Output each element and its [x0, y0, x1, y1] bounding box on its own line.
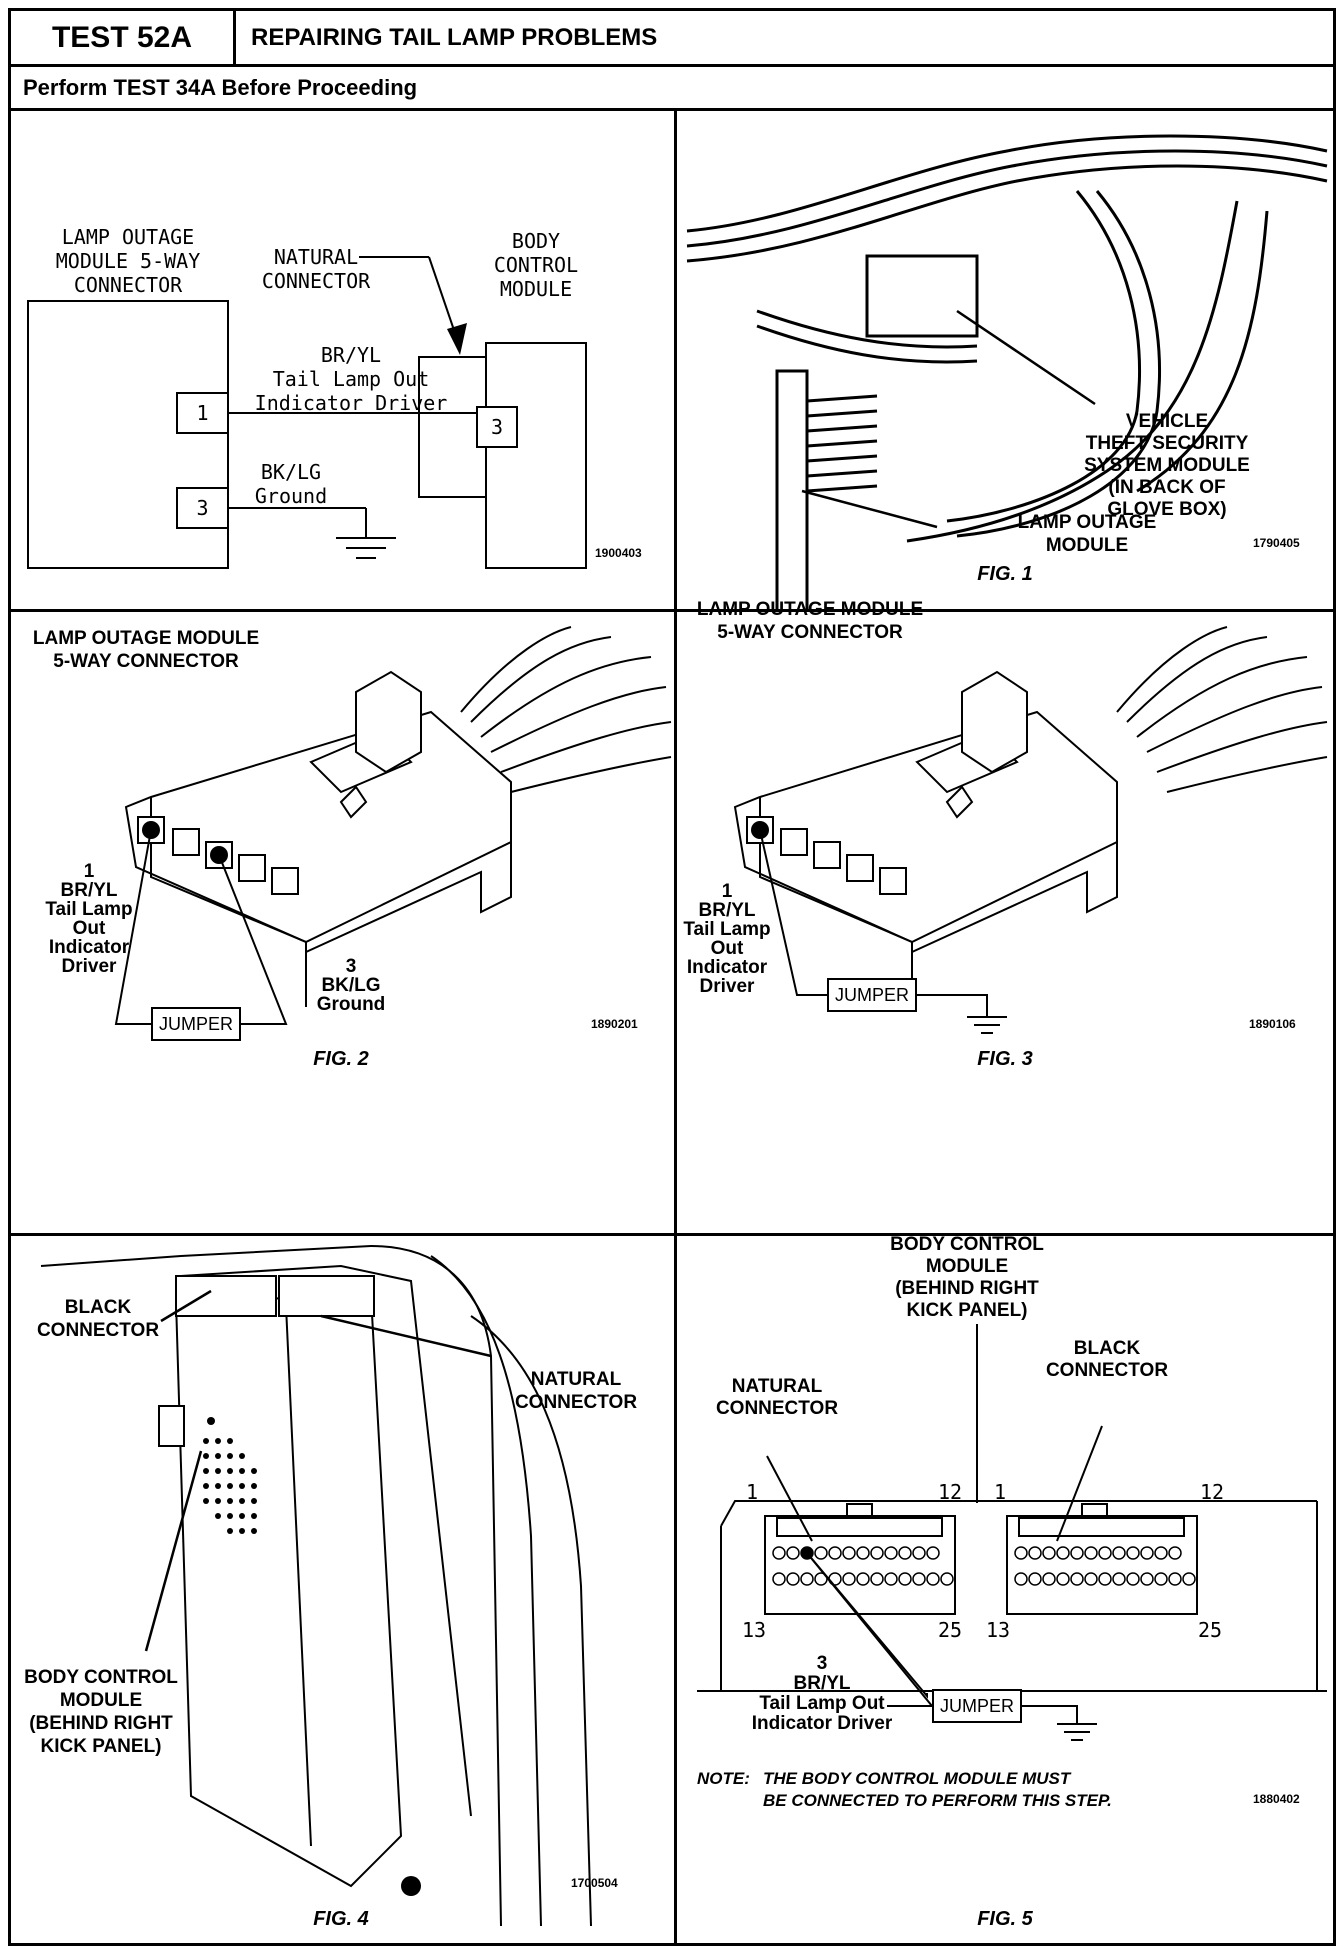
- bcm-module: [174, 1294, 403, 1888]
- jumper-label: JUMPER: [151, 1007, 241, 1041]
- jumper-wire-left: [114, 829, 152, 1025]
- natural-connector-leader: [320, 1314, 492, 1358]
- black-pin-1-number: 1: [993, 1480, 1007, 1504]
- pin-12-number: 12: [937, 1480, 963, 1504]
- bcm-housing-top: [720, 1500, 1317, 1527]
- ground-wire: [915, 994, 988, 1017]
- bcm-leader: [144, 1450, 203, 1652]
- fig-1-drawing: [686, 134, 1328, 609]
- jumper-wire: [759, 829, 827, 996]
- pin-3-number: 3: [196, 496, 209, 520]
- vertical-divider: [674, 111, 677, 1943]
- natural-arrow: [447, 323, 467, 355]
- natural-connector-shape: [278, 1275, 375, 1317]
- connector-body: [124, 710, 512, 944]
- figure-caption: FIG. 2: [313, 1048, 369, 1070]
- wire-harness: [686, 134, 1328, 233]
- ground-wire: [1022, 1705, 1078, 1724]
- black-pin-12-number: 12: [1199, 1480, 1225, 1504]
- figure-code: 1900403: [595, 546, 642, 560]
- note-prefix: NOTE:: [697, 1769, 750, 1788]
- figure-caption: FIG. 4: [313, 1908, 369, 1930]
- fig-4-drawing: [40, 1245, 592, 1927]
- black-connector-face: [1006, 1515, 1198, 1615]
- jumper-wire-right: [218, 854, 288, 1025]
- black-connector-shape: [175, 1275, 277, 1317]
- schematic-drawing: [27, 256, 587, 569]
- connector-body: [733, 710, 1118, 944]
- pin-1-number: 1: [196, 401, 209, 425]
- fig-5-drawing: [697, 1324, 1327, 1741]
- connector-latch: [355, 670, 422, 774]
- figure-code: 1890201: [591, 1017, 638, 1031]
- test-id: TEST 52A: [11, 11, 236, 64]
- bcm-pin-3-number: 3: [490, 415, 504, 439]
- vtss-leader: [956, 309, 1096, 406]
- figure-caption: FIG. 5: [977, 1908, 1033, 1930]
- pin-1-box: [176, 392, 229, 434]
- black-connector-leader: [160, 1289, 212, 1323]
- pin-1-number: 1: [745, 1480, 759, 1504]
- row-divider-2: [11, 1233, 1333, 1236]
- natural-connector-face: [764, 1515, 956, 1615]
- black-pin-13-number: 13: [985, 1618, 1011, 1642]
- figure-caption: FIG. 1: [977, 563, 1033, 585]
- connector-latch: [961, 670, 1028, 774]
- fig-3-drawing: [733, 626, 1328, 1034]
- pin-25-number: 25: [937, 1618, 963, 1642]
- black-connector-leader: [1056, 1425, 1103, 1542]
- pin-13-number: 13: [741, 1618, 767, 1642]
- header-row: TEST 52A REPAIRING TAIL LAMP PROBLEMS: [11, 11, 1333, 67]
- lom-connector-box: [27, 300, 229, 569]
- black-pin-25-number: 25: [1197, 1618, 1223, 1642]
- fig-2-drawing: [114, 626, 672, 1025]
- test-sheet: TEST 52A REPAIRING TAIL LAMP PROBLEMS Pe…: [8, 8, 1336, 1946]
- bcm-pin-3-box: [476, 406, 518, 448]
- lom-leader: [801, 489, 938, 529]
- figure-code: 1700504: [571, 1876, 618, 1890]
- row-divider-1: [11, 609, 1333, 612]
- prerequisite-note: Perform TEST 34A Before Proceeding: [11, 67, 1333, 111]
- jumper-label: JUMPER: [932, 1689, 1022, 1723]
- bcm-box: [485, 342, 587, 569]
- figure-code: 1880402: [1253, 1792, 1300, 1806]
- vtss-module: [865, 254, 979, 338]
- page-title: REPAIRING TAIL LAMP PROBLEMS: [251, 24, 658, 51]
- jumper-label: JUMPER: [827, 978, 917, 1012]
- figure-code: 1890106: [1249, 1017, 1296, 1031]
- natural-connector-leader: [766, 1455, 813, 1542]
- figure-code: 1790405: [1253, 536, 1300, 550]
- figure-caption: FIG. 3: [977, 1048, 1033, 1070]
